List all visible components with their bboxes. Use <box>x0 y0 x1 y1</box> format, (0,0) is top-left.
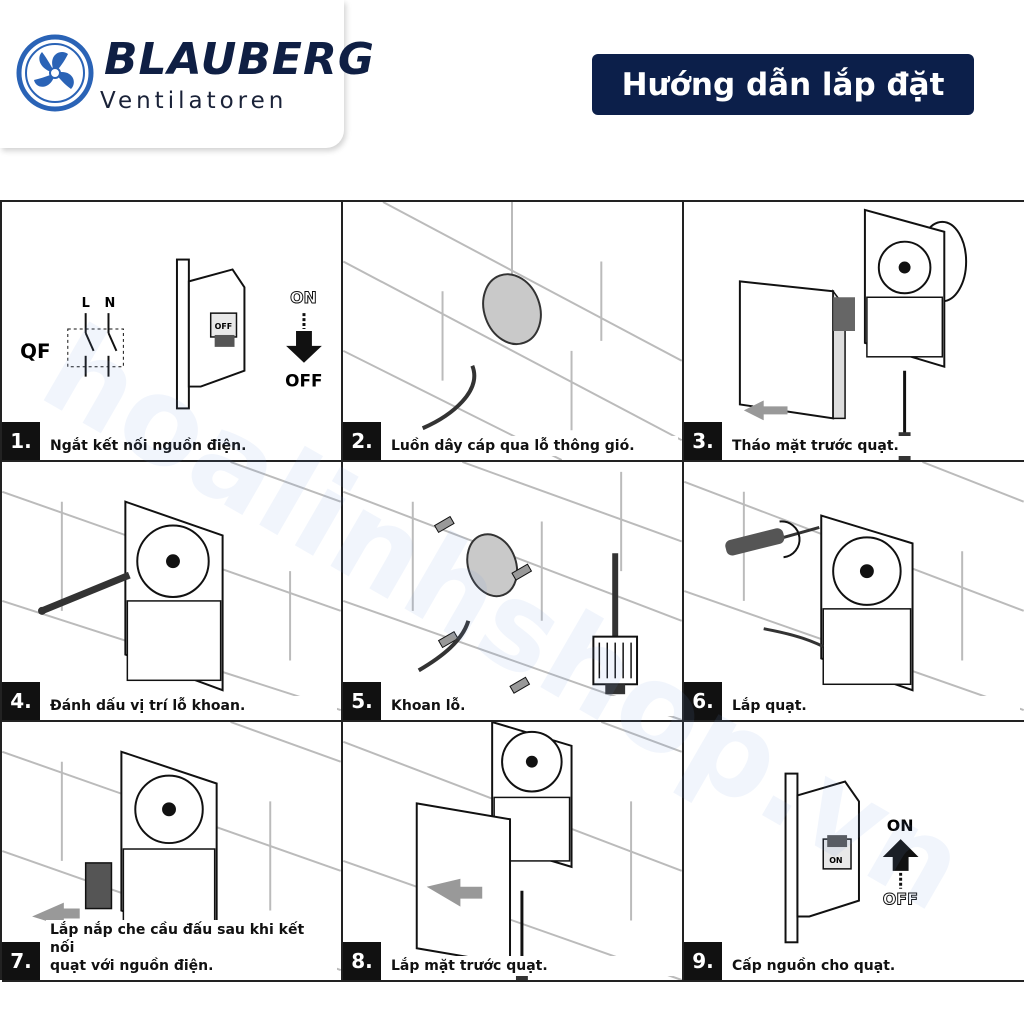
l-label: L <box>82 296 90 311</box>
step-number: 6. <box>684 682 722 720</box>
step-number: 8. <box>343 942 381 980</box>
step-caption: Ngắt kết nối nguồn điện. <box>46 436 337 456</box>
step-caption: Đánh dấu vị trí lỗ khoan. <box>46 696 337 716</box>
qf-label: QF <box>20 340 50 363</box>
step-2-panel: 2. Luồn dây cáp qua lỗ thông gió. <box>343 202 684 462</box>
step-5-panel: 5. Khoan lỗ. <box>343 462 684 722</box>
attach-front-cover-illustration <box>343 722 682 980</box>
on-label: ON <box>887 816 914 835</box>
steps-grid: QF L N OFF ON OFF 1. Ngắt kết nối nguồn … <box>0 200 1024 982</box>
mark-drill-holes-illustration <box>2 462 341 712</box>
step-7-panel: 7. Lắp nắp che cầu đấu sau khi kết nối q… <box>2 722 343 982</box>
breaker-off-label: OFF <box>215 322 233 331</box>
brand-subtitle: Ventilatoren <box>100 88 288 114</box>
mount-fan-illustration <box>684 462 1024 712</box>
breaker-on-label: ON <box>829 856 842 865</box>
step-caption: Lắp quạt. <box>728 696 1020 716</box>
step-caption: Tháo mặt trước quạt. <box>728 436 1020 456</box>
step-caption: Cấp nguồn cho quạt. <box>728 956 1020 976</box>
logo-card: BLAUBERG Ventilatoren <box>0 0 374 148</box>
step-9-panel: ON ON OFF 9. Cấp nguồn cho quạt. <box>684 722 1024 982</box>
remove-front-cover-illustration <box>738 208 968 460</box>
step-8-panel: 8. Lắp mặt trước quạt. <box>343 722 684 982</box>
step-number: 2. <box>343 422 381 460</box>
n-label: N <box>105 296 116 311</box>
step-caption: Lắp mặt trước quạt. <box>387 956 678 976</box>
step-number: 3. <box>684 422 722 460</box>
step-6-panel: 6. Lắp quạt. <box>684 462 1024 722</box>
page-title: Hướng dẫn lắp đặt <box>592 54 974 115</box>
off-label: OFF <box>285 371 322 391</box>
step-number: 4. <box>2 682 40 720</box>
power-on-illustration: ON ON OFF <box>784 772 919 944</box>
step-number: 7. <box>2 942 40 980</box>
step-number: 9. <box>684 942 722 980</box>
step-caption: Luồn dây cáp qua lỗ thông gió. <box>387 436 678 456</box>
step-caption: Lắp nắp che cầu đấu sau khi kết nối quạt… <box>46 920 337 976</box>
step-number: 5. <box>343 682 381 720</box>
step-number: 1. <box>2 422 40 460</box>
drill-holes-illustration <box>343 462 682 720</box>
on-label: ON <box>290 288 317 307</box>
step-4-panel: 4. Đánh dấu vị trí lỗ khoan. <box>2 462 343 722</box>
disconnect-power-illustration: QF L N OFF ON OFF <box>20 258 322 410</box>
step-3-panel: 3. Tháo mặt trước quạt. <box>684 202 1024 462</box>
off-label: OFF <box>883 890 918 909</box>
brand-name: BLAUBERG <box>104 34 375 85</box>
step-caption: Khoan lỗ. <box>387 696 678 716</box>
fan-logo-icon <box>16 34 94 112</box>
cable-through-hole-illustration <box>343 202 682 460</box>
step-1-panel: QF L N OFF ON OFF 1. Ngắt kết nối nguồn … <box>2 202 343 462</box>
